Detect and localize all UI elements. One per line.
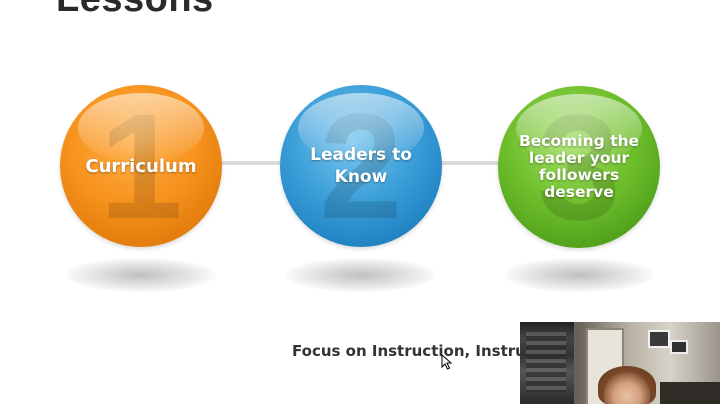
connector-line-1: [220, 161, 282, 165]
webcam-picture-frame: [670, 340, 688, 354]
lesson-label-2: Leaders to Know: [296, 144, 426, 188]
webcam-desk: [660, 382, 720, 404]
connector-line-2: [440, 161, 500, 165]
circle-shadow-3: [504, 258, 654, 292]
footer-text: Focus on Instruction, Instruc: [292, 342, 535, 360]
lesson-circle-1: 1 Curriculum: [60, 85, 222, 247]
webcam-picture-frame: [648, 330, 670, 348]
lesson-circle-3: 3 Becoming the leader your followers des…: [498, 86, 660, 248]
mouse-pointer-icon: [441, 354, 453, 370]
lesson-circle-2: 2 Leaders to Know: [280, 85, 442, 247]
lesson-label-1: Curriculum: [76, 156, 206, 177]
lesson-label-3: Becoming the leader your followers deser…: [509, 133, 649, 201]
slide-title: Lessons: [56, 0, 214, 21]
webcam-bookshelf: [520, 322, 574, 404]
gloss-highlight: [78, 93, 204, 163]
circle-shadow-1: [66, 258, 216, 292]
circle-shadow-2: [286, 258, 436, 292]
webcam-overlay[interactable]: [520, 322, 720, 404]
